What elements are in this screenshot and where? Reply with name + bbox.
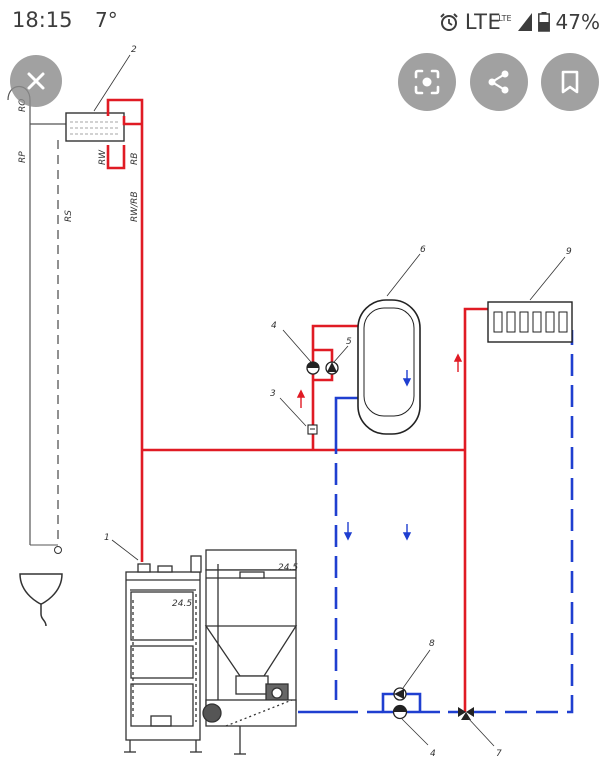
funnel [19,573,63,627]
close-icon [27,72,45,90]
label-rs: RS [64,210,74,222]
mixing-valve [458,707,495,747]
close-button[interactable] [10,55,62,107]
battery-percent: 47% [555,10,600,34]
bookmark-icon [561,70,579,94]
share-button[interactable] [470,53,528,111]
vent-line [7,85,66,545]
battery-icon [537,12,550,32]
status-indicators: LTELTE 47% [433,8,600,36]
num-9: 9 [566,247,572,257]
boiler: 24.5 [111,539,202,753]
flow-arrows-red [296,353,463,408]
num-3: 3 [270,389,276,399]
num-4-lower: 4 [430,749,436,759]
num-4-upper: 4 [271,321,277,331]
svg-text:24.5: 24.5 [172,599,192,609]
check-valve-upper [325,345,349,375]
sensor-point [54,546,62,554]
lens-button[interactable] [398,53,456,111]
signal-icon [517,13,532,31]
alarm-icon [440,13,458,31]
label-rp: RP [18,151,28,163]
share-icon [488,70,509,94]
label-rw-rb: RW/RB [130,191,140,222]
status-bar: 18:15 7° LTELTE 47% [0,0,612,44]
status-temperature: 7° [95,8,118,32]
num-2: 2 [131,45,137,55]
expansion-tank [65,54,131,142]
svg-text:24.5: 24.5 [278,563,298,573]
return-pipes [298,330,574,714]
pump-upper [282,329,320,375]
label-ro: RO [18,99,28,112]
pellet-hopper: 24.5 [190,549,298,755]
pump-lower [392,704,429,746]
lens-icon [414,69,440,95]
label-rw: RW [98,149,108,165]
num-6: 6 [420,245,426,255]
diagram-labels: RO RP RS RW RB RW/RB 2 6 9 4 5 3 1 8 4 7 [18,45,572,759]
radiator [487,256,573,343]
num-5: 5 [346,337,352,347]
num-7: 7 [496,749,502,759]
status-time: 18:15 [12,8,73,32]
num-8: 8 [429,639,435,649]
num-1: 1 [104,533,110,543]
save-button[interactable] [541,53,599,111]
valve-3 [279,397,318,435]
network-type: LTELTE [464,10,512,34]
storage-tank [357,253,421,435]
flow-arrows-blue [343,370,412,541]
check-valve-lower [393,649,431,701]
supply-pipes [106,98,488,712]
label-rb: RB [130,153,140,165]
